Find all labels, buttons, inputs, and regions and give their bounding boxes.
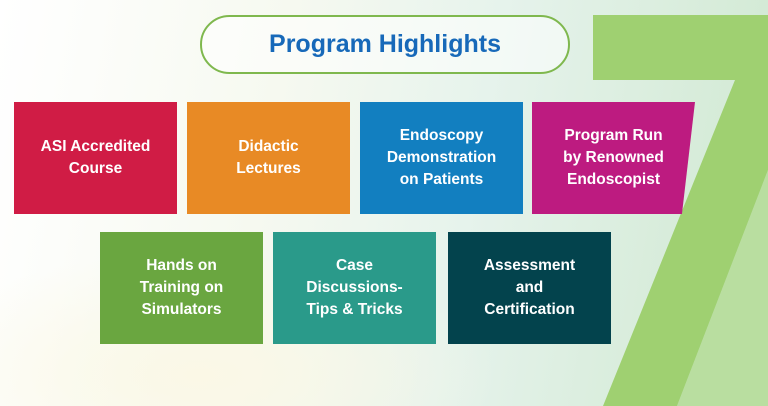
highlight-endoscopy-demo: Endoscopy Demonstration on Patients (360, 102, 523, 214)
seven-shape (593, 15, 768, 406)
highlight-hands-on-training: Hands on Training on Simulators (100, 232, 263, 344)
page-title: Program Highlights (269, 30, 501, 58)
highlight-renowned-endoscopist: Program Run by Renowned Endoscopist (532, 102, 695, 214)
title-pill: Program Highlights (200, 15, 570, 74)
highlight-assessment-certification: Assessment and Certification (448, 232, 611, 344)
highlight-didactic-lectures: Didactic Lectures (187, 102, 350, 214)
highlight-asi-accredited: ASI Accredited Course (14, 102, 177, 214)
highlight-case-discussions: Case Discussions- Tips & Tricks (273, 232, 436, 344)
